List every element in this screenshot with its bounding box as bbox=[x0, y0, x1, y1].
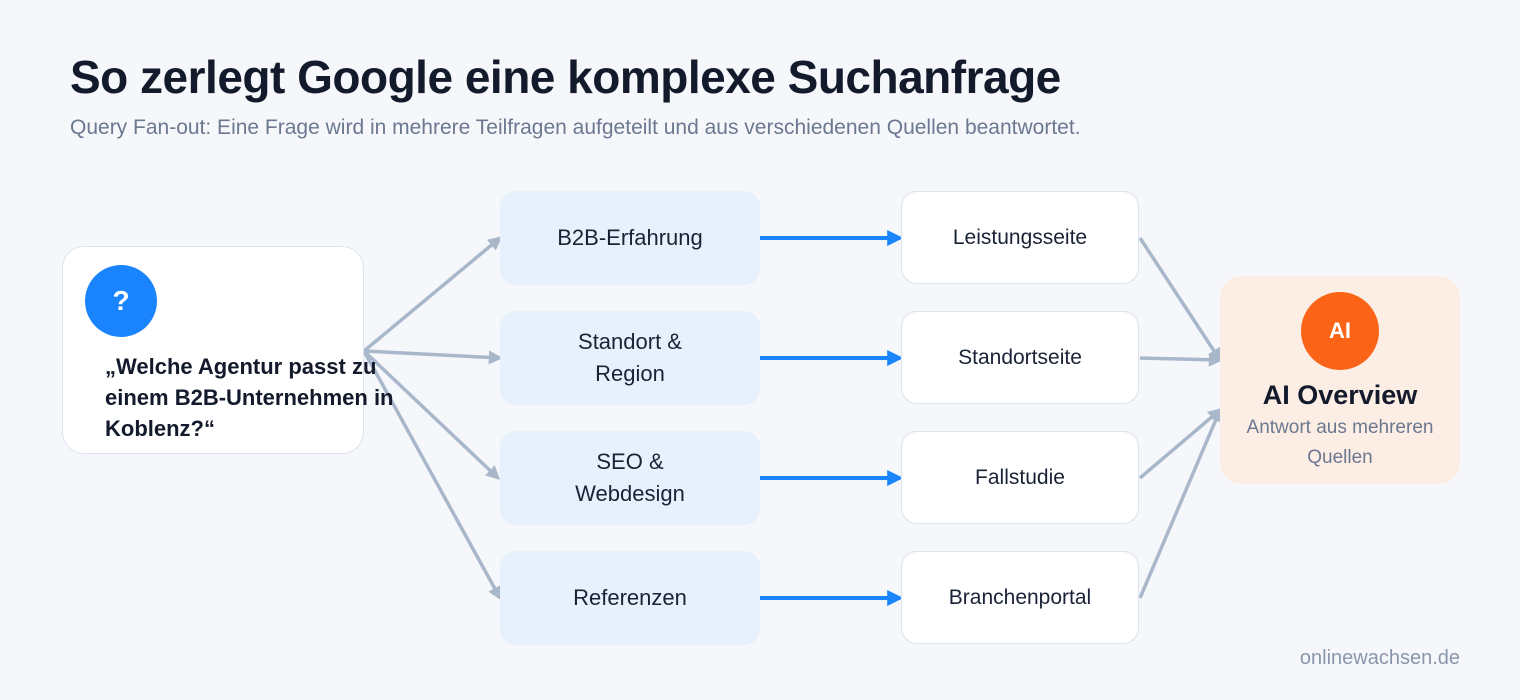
question-mark-icon: ? bbox=[85, 265, 157, 337]
fanout-arrow-1 bbox=[362, 236, 503, 353]
source-label: Standortseite bbox=[958, 345, 1082, 369]
subquery-label: B2B-Erfahrung bbox=[557, 225, 703, 250]
source-location-page: Standortseite bbox=[901, 311, 1139, 404]
source-case-study: Fallstudie bbox=[901, 431, 1139, 524]
merge-arrow-4 bbox=[1138, 407, 1223, 599]
merge-arrow-1 bbox=[1138, 237, 1222, 363]
merge-arrow-3 bbox=[1138, 408, 1223, 480]
page-subtitle: Query Fan-out: Eine Frage wird in mehrer… bbox=[70, 116, 1081, 139]
subquery-label: SEO & Webdesign bbox=[575, 449, 685, 506]
ai-badge-icon: AI bbox=[1301, 292, 1379, 370]
source-label: Leistungsseite bbox=[952, 225, 1088, 249]
query-card: ? „Welche Agentur passt zu einem B2B-Unt… bbox=[62, 246, 394, 454]
footer-domain: onlinewachsen.de bbox=[1299, 647, 1460, 669]
subquery-location-region: Standort & Region bbox=[500, 311, 760, 405]
subquery-label: Referenzen bbox=[573, 585, 687, 610]
source-industry-portal: Branchenportal bbox=[901, 551, 1139, 644]
ai-overview-title: AI Overview bbox=[1262, 380, 1418, 410]
page-title: So zerlegt Google eine komplexe Suchanfr… bbox=[70, 51, 1061, 103]
fanout-arrow-2 bbox=[363, 349, 503, 365]
ai-overview-subtitle: Antwort aus mehreren Quellen bbox=[1246, 417, 1434, 468]
merge-arrow-2 bbox=[1139, 352, 1223, 367]
fanout-arrow-4 bbox=[362, 350, 502, 601]
source-label: Fallstudie bbox=[975, 465, 1065, 489]
subquery-seo-webdesign: SEO & Webdesign bbox=[500, 431, 760, 525]
query-text: „Welche Agentur passt zu einem B2B-Unter… bbox=[105, 354, 394, 441]
subquery-references: Referenzen bbox=[500, 551, 760, 645]
subquery-b2b-experience: B2B-Erfahrung bbox=[500, 191, 760, 285]
ai-overview-card: AI AI Overview Antwort aus mehreren Quel… bbox=[1220, 276, 1460, 484]
fanout-arrow-3 bbox=[362, 349, 501, 480]
source-label: Branchenportal bbox=[948, 585, 1092, 609]
subquery-label: Standort & Region bbox=[578, 329, 682, 386]
source-service-page: Leistungsseite bbox=[901, 191, 1139, 284]
